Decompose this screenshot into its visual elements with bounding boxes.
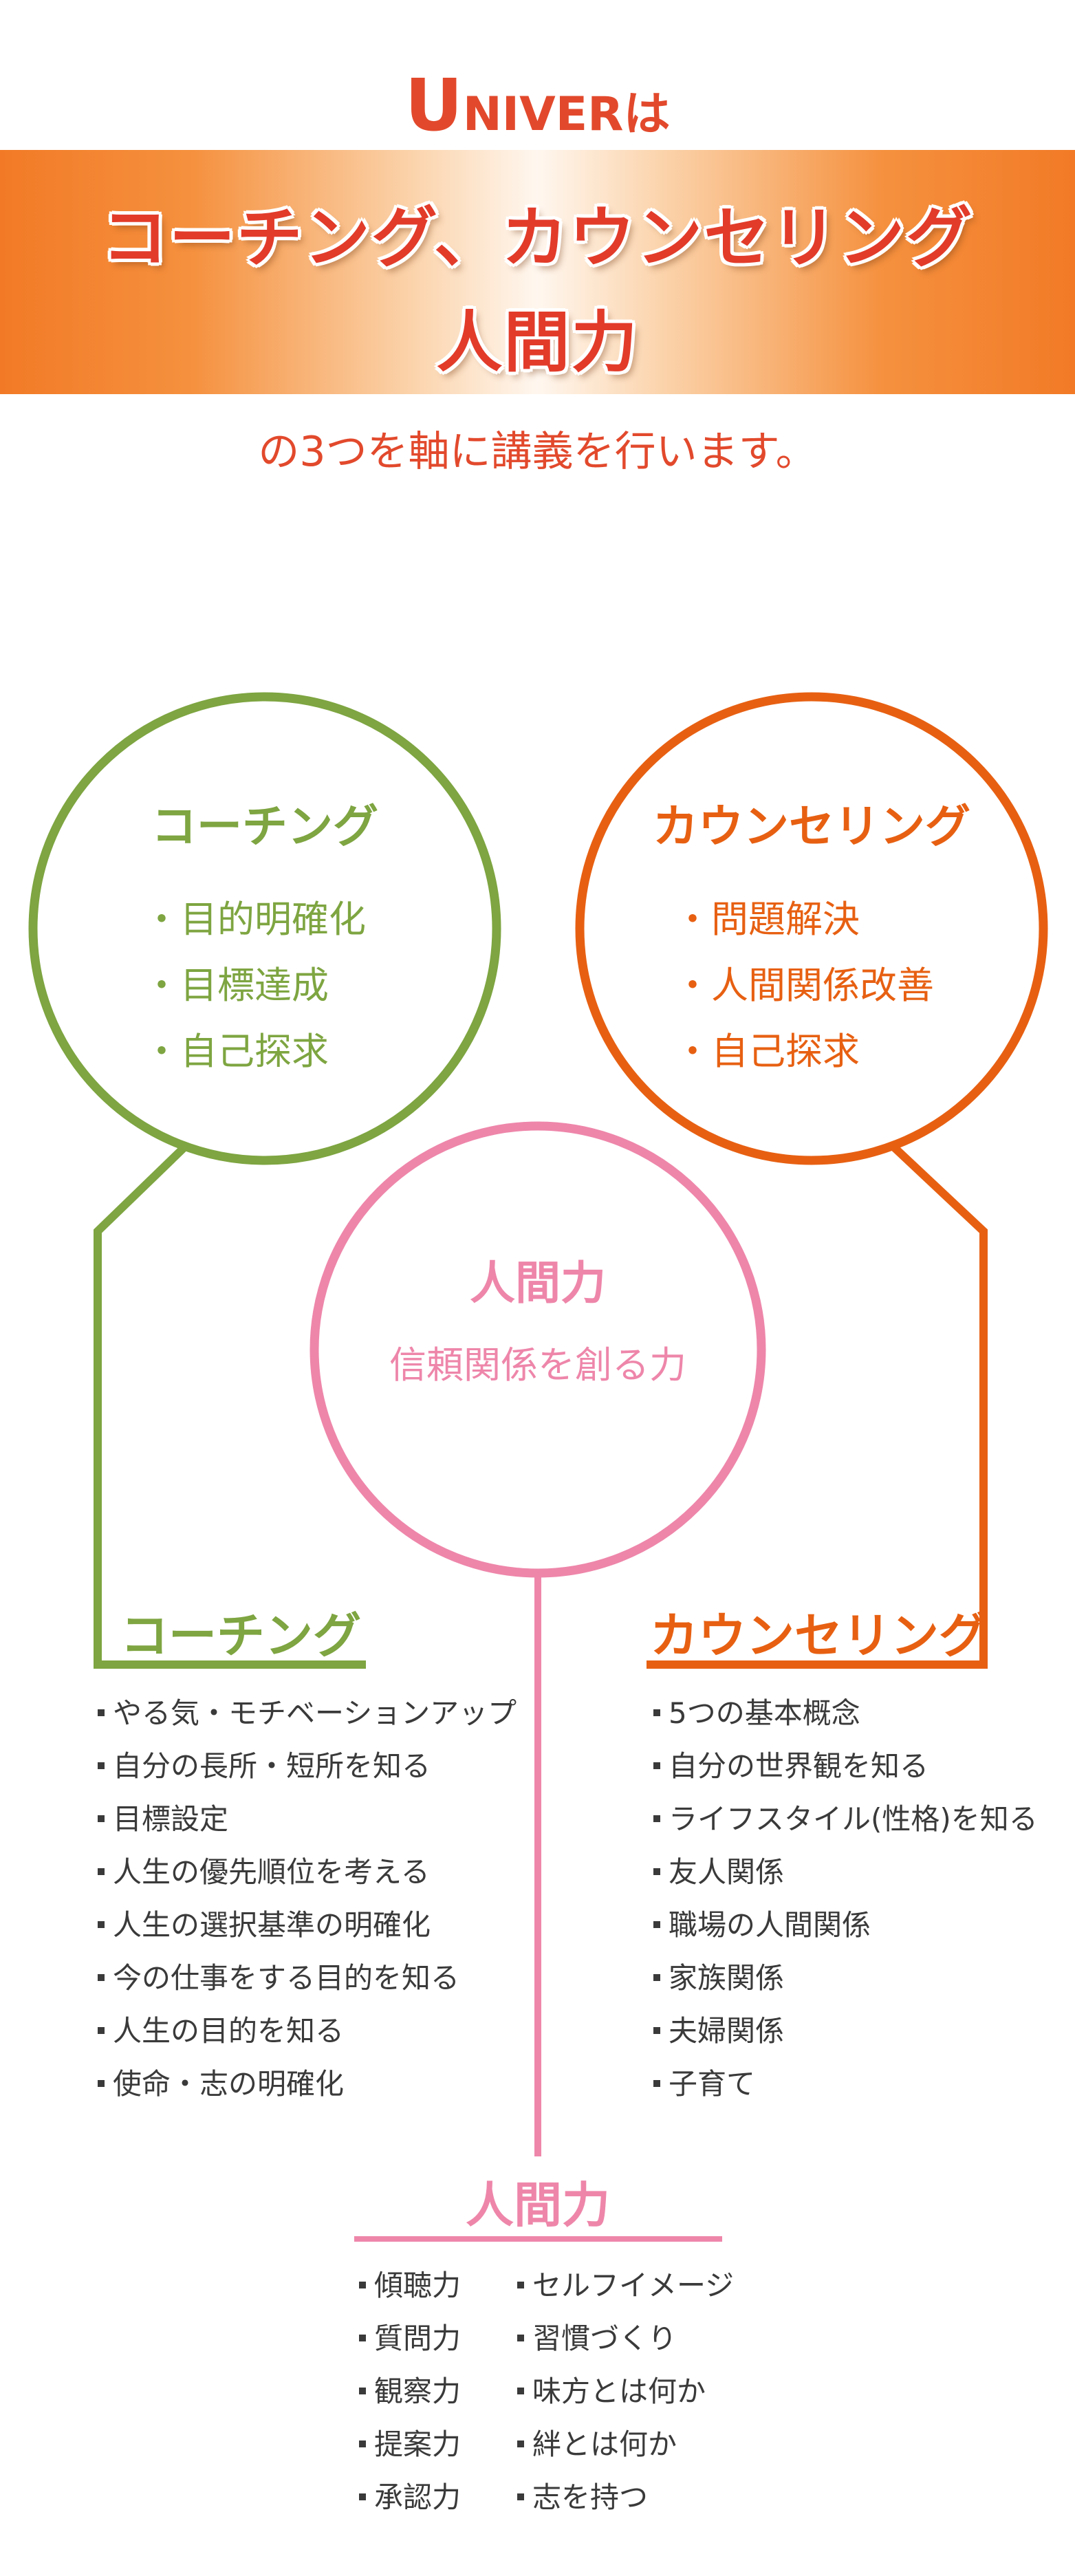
- human-list-right: セルフイメージ 習慣づくり 味方とは何か 絆とは何か 志を持つ: [517, 2271, 734, 2512]
- list-item: 目標設定: [98, 1805, 517, 1834]
- counseling-circle: [575, 692, 1048, 1165]
- list-item: 家族関係: [653, 1964, 1038, 1993]
- list-item: 自分の世界観を知る: [653, 1752, 1038, 1781]
- coaching-circle-item: ・目標達成: [143, 964, 329, 1007]
- list-item: 質問力: [359, 2324, 461, 2353]
- list-item: 自分の長所・短所を知る: [98, 1752, 517, 1781]
- human-circle-subtitle: 信頼関係を創る力: [389, 1343, 686, 1387]
- list-item: 人生の目的を知る: [98, 2017, 517, 2046]
- brand-name: NIVER: [462, 87, 624, 142]
- coaching-circle-title: コーチング: [151, 800, 378, 853]
- human-list-left: 傾聴力 質問力 観察力 提案力 承認力: [359, 2271, 461, 2512]
- human-circle-title: 人間力: [470, 1257, 606, 1310]
- coaching-list: やる気・モチベーションアップ 自分の長所・短所を知る 目標設定 人生の優先順位を…: [98, 1699, 517, 2099]
- list-item: 志を持つ: [517, 2483, 734, 2512]
- coaching-connector-line: [94, 1144, 366, 1669]
- banner-title-line-1: コーチング、カウンセリング: [101, 199, 974, 277]
- list-item: やる気・モチベーションアップ: [98, 1699, 517, 1728]
- counseling-circle-title: カウンセリング: [653, 800, 970, 853]
- list-item: 人生の選択基準の明確化: [98, 1911, 517, 1940]
- list-item: 提案力: [359, 2430, 461, 2459]
- list-item: セルフイメージ: [517, 2271, 734, 2300]
- list-item: 職場の人間関係: [653, 1911, 1038, 1940]
- list-item: 今の仕事をする目的を知る: [98, 1964, 517, 1993]
- list-item: 習慣づくり: [517, 2324, 734, 2353]
- list-item: 人生の優先順位を考える: [98, 1858, 517, 1887]
- counseling-circle-item: ・問題解決: [674, 898, 860, 941]
- list-item: 観察力: [359, 2377, 461, 2406]
- title-banner: [0, 150, 1075, 394]
- list-item: 承認力: [359, 2483, 461, 2512]
- coaching-circle: [28, 692, 501, 1165]
- counseling-circle-item: ・自己探求: [674, 1030, 860, 1073]
- list-item: 夫婦関係: [653, 2017, 1038, 2046]
- list-item: 5つの基本概念: [653, 1699, 1038, 1728]
- counseling-connector-line: [647, 1144, 988, 1669]
- list-item: 子育て: [653, 2070, 1038, 2099]
- brand-initial: U: [404, 63, 463, 147]
- brand-suffix: は: [623, 87, 671, 142]
- list-item: 友人関係: [653, 1858, 1038, 1887]
- list-item: ライフスタイル(性格)を知る: [653, 1805, 1038, 1834]
- list-item: 傾聴力: [359, 2271, 461, 2300]
- brand-heading: UNIVERは: [0, 63, 1075, 147]
- coaching-section-title: コーチング: [120, 1608, 361, 1664]
- coaching-circle-item: ・自己探求: [143, 1030, 329, 1073]
- subtitle: の3つを軸に講義を行います。: [258, 428, 817, 476]
- human-section-title: 人間力: [466, 2177, 610, 2233]
- counseling-section-title: カウンセリング: [650, 1608, 987, 1664]
- counseling-circle-item: ・人間関係改善: [674, 964, 934, 1007]
- coaching-circle-item: ・目的明確化: [143, 898, 366, 941]
- counseling-list: 5つの基本概念 自分の世界観を知る ライフスタイル(性格)を知る 友人関係 職場…: [653, 1699, 1038, 2099]
- list-item: 使命・志の明確化: [98, 2070, 517, 2099]
- human-circle: [310, 1121, 766, 1578]
- list-item: 絆とは何か: [517, 2430, 734, 2459]
- list-item: 味方とは何か: [517, 2377, 734, 2406]
- banner-title-line-2: 人間力: [436, 304, 639, 381]
